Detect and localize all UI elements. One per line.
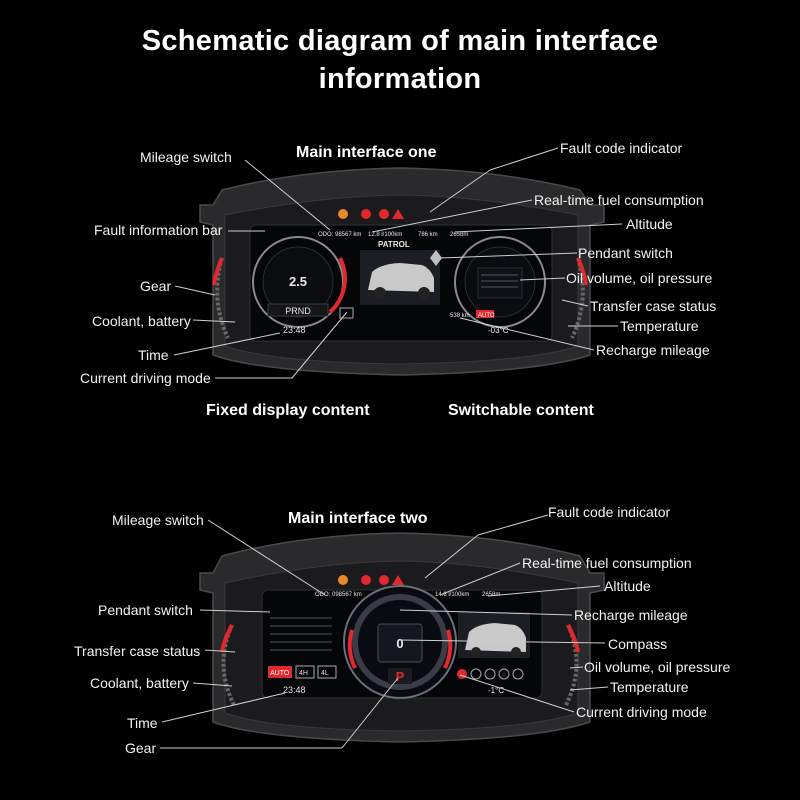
range-readout: 786 km: [418, 232, 438, 238]
vehicle-image-two: [458, 612, 530, 658]
gear-letter: P: [396, 669, 405, 684]
fuel-rate-readout-two: 14.8 l/100km: [435, 592, 469, 598]
label-transfer-case-status: Transfer case status: [590, 298, 717, 314]
label-recharge-mileage: Recharge mileage: [596, 342, 710, 358]
label-transfer-case-status-two: Transfer case status: [74, 643, 201, 659]
odo-readout-two: ODO: 098567 km: [315, 592, 362, 598]
label-compass: Compass: [608, 636, 668, 652]
fuel-rate-readout: 12.8 l/100km: [368, 232, 402, 238]
odo-readout: ODO: 98567 km: [318, 232, 361, 238]
rpm-value: 2.5: [289, 274, 307, 289]
label-coolant-battery: Coolant, battery: [92, 313, 191, 329]
label-fault-code-indicator: Fault code indicator: [560, 140, 683, 156]
label-gear-two: Gear: [125, 740, 157, 756]
trip-info-panel: [270, 617, 332, 651]
panel-one-heading: Main interface one: [296, 144, 437, 161]
time-readout: 23:48: [283, 325, 306, 335]
label-temperature: Temperature: [620, 318, 699, 334]
fault-icons-two: [338, 575, 404, 585]
page-title: Schematic diagram of main interface info…: [0, 22, 800, 98]
speed-value: 0: [396, 636, 403, 651]
label-current-driving-mode: Current driving mode: [80, 370, 211, 386]
label-oil-volume-pressure: Oil volume, oil pressure: [566, 270, 713, 286]
temp-readout: -03°C: [488, 326, 509, 335]
mode-4h: 4H: [299, 670, 308, 677]
label-time-two: Time: [127, 715, 158, 731]
page-title-line-2: information: [318, 63, 482, 95]
label-altitude-two: Altitude: [604, 578, 651, 594]
label-real-time-fuel-consumption-two: Real-time fuel consumption: [522, 555, 692, 571]
label-gear: Gear: [140, 278, 172, 294]
label-fault-code-indicator-two: Fault code indicator: [548, 504, 671, 520]
fault-icons: [338, 209, 404, 219]
left-side-gauge-two: [220, 624, 236, 706]
center-speed-dial: 0 P: [343, 585, 457, 699]
label-oil-volume-pressure-two: Oil volume, oil pressure: [584, 659, 731, 675]
label-real-time-fuel-consumption: Real-time fuel consumption: [534, 192, 704, 208]
speed-dial: [454, 236, 546, 328]
panel-one-pointers: [173, 147, 623, 379]
page-title-line-1: Schematic diagram of main interface: [141, 25, 659, 57]
altitude-readout: 2658m: [450, 232, 468, 238]
mode-badge: AUTO: [478, 313, 495, 319]
label-switchable-content: Switchable content: [448, 402, 594, 419]
drive-mode-buttons: AUTO 4H 4L: [268, 665, 337, 679]
gear-strip: PRND: [285, 306, 311, 316]
label-fault-information-bar: Fault information bar: [94, 222, 223, 238]
label-altitude: Altitude: [626, 216, 673, 232]
altitude-readout-two: 2658m: [482, 592, 500, 598]
mode-4l: 4L: [321, 670, 329, 677]
label-pendant-switch: Pendant switch: [578, 245, 673, 261]
bottom-range-readout: 538 km: [450, 313, 470, 319]
mode-auto: AUTO: [270, 670, 290, 677]
label-pendant-switch-two: Pendant switch: [98, 602, 193, 618]
label-coolant-battery-two: Coolant, battery: [90, 675, 189, 691]
temp-readout-two: -1°C: [488, 686, 504, 695]
vehicle-name: PATROL: [378, 240, 410, 249]
time-readout-two: 23:48: [283, 685, 306, 695]
label-mileage-switch-two: Mileage switch: [112, 512, 204, 528]
label-recharge-mileage-two: Recharge mileage: [574, 607, 688, 623]
rpm-dial: 2.5 PRND: [252, 236, 347, 328]
label-time: Time: [138, 347, 169, 363]
label-mileage-switch: Mileage switch: [140, 149, 232, 165]
panel-two-heading: Main interface two: [288, 510, 428, 527]
vehicle-image: [360, 250, 440, 305]
right-side-gauge: [570, 257, 588, 339]
compass-icon: [430, 250, 442, 266]
label-fixed-display-content: Fixed display content: [206, 402, 370, 419]
label-temperature-two: Temperature: [610, 679, 689, 695]
right-side-gauge-two: [564, 624, 580, 706]
label-current-driving-mode-two: Current driving mode: [576, 704, 707, 720]
left-side-gauge: [212, 257, 230, 339]
panel-two-pointers: [160, 514, 609, 749]
